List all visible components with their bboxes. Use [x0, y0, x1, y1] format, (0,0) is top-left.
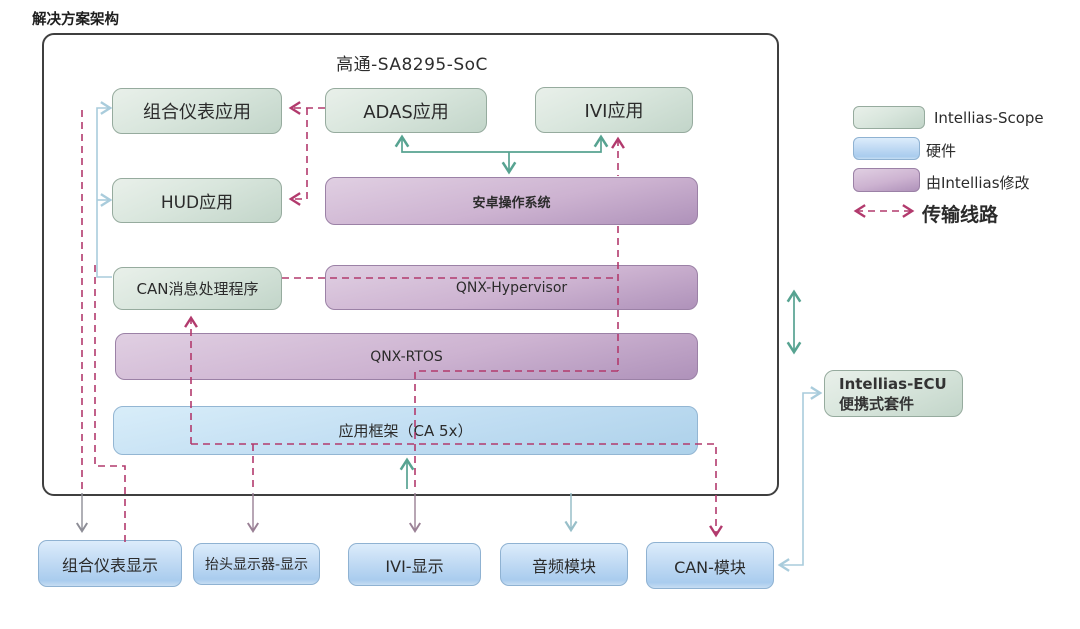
- node-can-handler: CAN消息处理程序: [113, 267, 282, 310]
- node-cluster-display: 组合仪表显示: [38, 540, 182, 587]
- soc-title: 高通-SA8295-SoC: [336, 55, 488, 75]
- node-ecu-kit: Intellias-ECU 便携式套件: [824, 370, 963, 417]
- page-title: 解决方案架构: [32, 12, 119, 28]
- legend-label-scope: Intellias-Scope: [934, 109, 1044, 127]
- node-can-module: CAN-模块: [646, 542, 774, 589]
- node-adas-app: ADAS应用: [325, 88, 487, 133]
- node-ivi-app: IVI应用: [535, 87, 693, 133]
- legend-swatch-hardware: [853, 137, 920, 160]
- node-app-framework: 应用框架（CA 5x）: [113, 406, 698, 455]
- node-android-os: 安卓操作系统: [325, 177, 698, 225]
- ecu-kit-line1: Intellias-ECU: [839, 374, 947, 393]
- node-cluster-app: 组合仪表应用: [112, 88, 282, 134]
- node-audio-module: 音频模块: [500, 543, 628, 586]
- legend-label-transmission: 传输线路: [922, 204, 999, 226]
- node-qnx-hypervisor: QNX-Hypervisor: [325, 265, 698, 310]
- node-hud-app: HUD应用: [112, 178, 282, 223]
- ecu-kit-line2: 便携式套件: [839, 394, 915, 413]
- node-qnx-rtos: QNX-RTOS: [115, 333, 698, 380]
- legend-swatch-modified: [853, 168, 920, 192]
- legend-label-modified: 由Intellias修改: [926, 174, 1030, 192]
- legend-label-hardware: 硬件: [926, 142, 957, 160]
- node-hud-display: 抬头显示器-显示: [193, 543, 320, 585]
- node-ivi-display: IVI-显示: [348, 543, 481, 586]
- legend-swatch-scope: [853, 106, 925, 129]
- wire-ecu-can-module: [777, 386, 823, 572]
